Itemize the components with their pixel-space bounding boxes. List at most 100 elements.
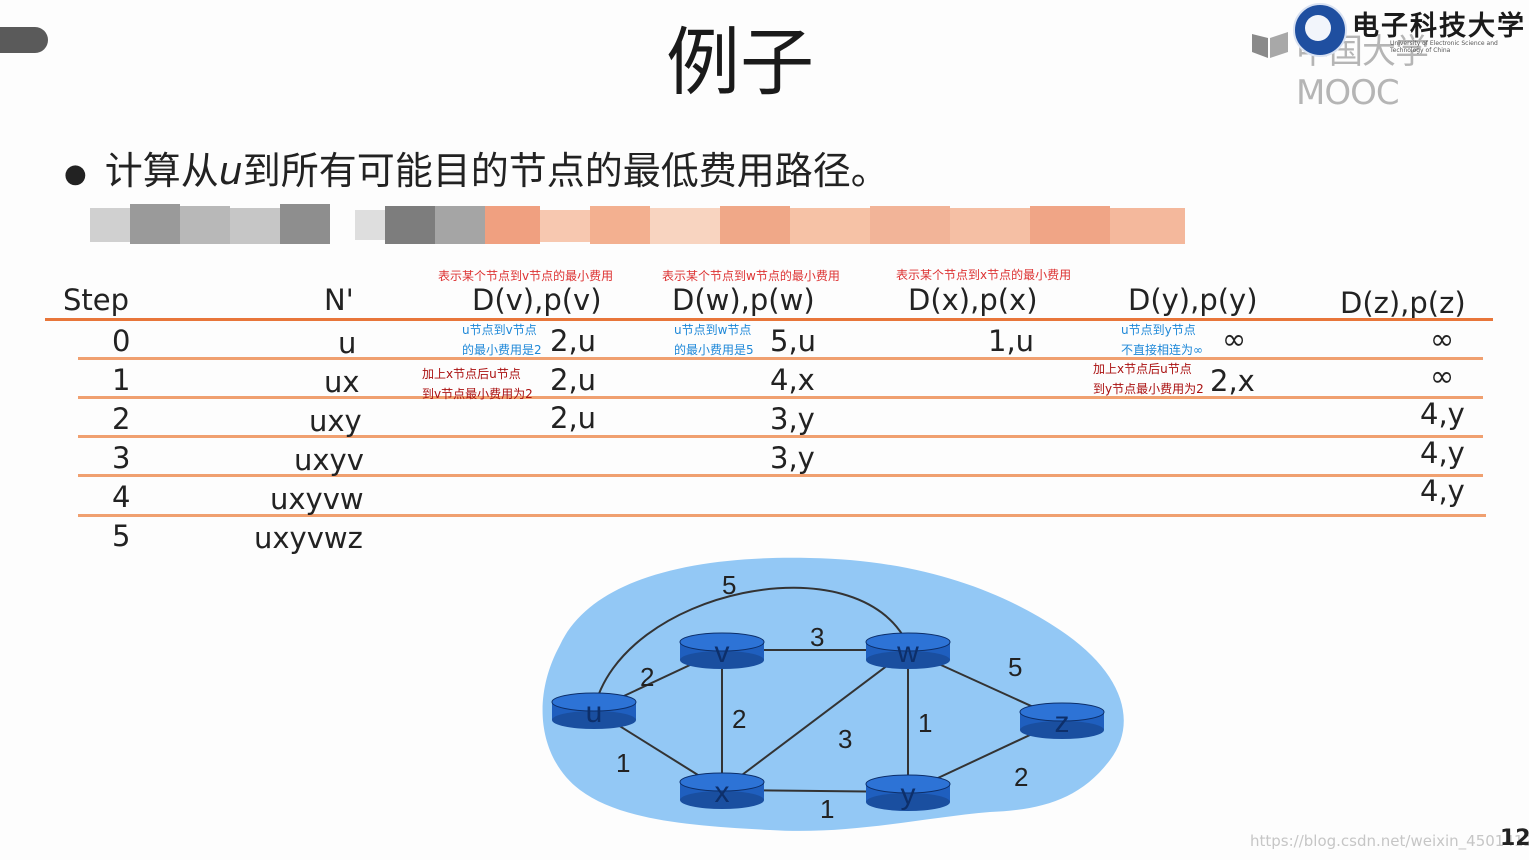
- mooc-book-icon: [1250, 30, 1290, 58]
- cell-dz: 4,y: [1420, 397, 1465, 431]
- cell-dw: 3,y: [770, 402, 815, 436]
- router-v-icon: v: [679, 632, 765, 669]
- router-z-icon: z: [1019, 702, 1105, 739]
- cost-x-y: 1: [820, 794, 834, 824]
- node-label-y: y: [901, 778, 916, 811]
- cell-step: 1: [112, 363, 131, 397]
- annotation-line: u节点到v节点: [462, 323, 537, 337]
- university-english-name: University of Electronic Science and Tec…: [1390, 40, 1498, 54]
- row-rule: [78, 514, 1486, 517]
- annotation-col-v: 表示某个节点到v节点的最小费用: [438, 269, 614, 283]
- bullet-text-var: u: [218, 149, 243, 193]
- university-name: 电子科技大学: [1352, 11, 1526, 42]
- header-rule: [45, 318, 1493, 321]
- annotation-line: 不直接相连为∞: [1121, 343, 1203, 357]
- watermark: https://blog.csdn.net/weixin_4501412: [1250, 832, 1529, 850]
- network-diagram: 5 2 1 3 2 3 1 1 5 2 u v w: [542, 557, 1124, 831]
- node-label-v: v: [715, 636, 730, 669]
- bullet-point: ● 计算从u到所有可能目的节点的最低费用路径。: [64, 140, 889, 195]
- cell-step: 3: [112, 441, 131, 475]
- annotation-line: 到v节点最小费用为2: [422, 387, 533, 401]
- header-dw: D(w),p(w): [672, 283, 815, 317]
- cell-dy: 2,x: [1210, 364, 1255, 398]
- bullet-dot-icon: ●: [64, 158, 87, 189]
- edge-u-w: [593, 586, 909, 711]
- row-rule: [78, 435, 1483, 438]
- cell-n: uxyv: [294, 443, 364, 477]
- annotation-uy: u节点到y节点 不直接相连为∞: [1121, 320, 1203, 360]
- bullet-text-prefix: 计算从: [104, 149, 219, 193]
- cost-u-v: 2: [640, 662, 654, 692]
- cost-w-y: 1: [918, 708, 932, 738]
- side-tab[interactable]: [0, 27, 48, 53]
- cell-step: 0: [112, 324, 131, 358]
- node-label-z: z: [1055, 706, 1070, 739]
- node-label-x: x: [715, 776, 730, 809]
- cell-dv: 2,u: [550, 401, 597, 435]
- cost-w-z: 5: [1008, 652, 1022, 682]
- annotation-xv: 加上x节点后u节点 到v节点最小费用为2: [422, 364, 533, 404]
- row-rule: [78, 396, 1483, 399]
- cost-u-w: 5: [722, 570, 736, 600]
- university-seal-icon: [1293, 3, 1347, 57]
- node-label-u: u: [586, 696, 603, 729]
- annotation-line: 加上x节点后u节点: [1093, 362, 1192, 376]
- cell-dz: ∞: [1430, 359, 1455, 393]
- cell-dy: ∞: [1222, 322, 1247, 356]
- row-rule: [78, 357, 1483, 360]
- cost-y-z: 2: [1014, 762, 1028, 792]
- cell-dw: 4,x: [770, 363, 815, 397]
- cell-step: 5: [112, 519, 131, 553]
- cost-x-w: 3: [838, 724, 852, 754]
- annotation-line: u节点到y节点: [1121, 323, 1196, 337]
- annotation-line: u节点到w节点: [674, 323, 752, 337]
- annotation-line: 到y节点最小费用为2: [1093, 382, 1204, 396]
- cost-v-w: 3: [810, 622, 824, 652]
- network-cloud: [542, 557, 1124, 831]
- university-seal-center: [1305, 15, 1331, 41]
- header-dv: D(v),p(v): [472, 283, 602, 317]
- router-u-icon: u: [551, 692, 637, 729]
- redacted-line: [70, 202, 1200, 250]
- cell-n: uxyvw: [270, 482, 364, 516]
- router-w-icon: w: [865, 632, 951, 669]
- cell-dz: 4,y: [1420, 474, 1465, 508]
- annotation-col-w: 表示某个节点到w节点的最小费用: [662, 269, 840, 283]
- cell-dv: 2,u: [550, 363, 597, 397]
- annotation-line: 加上x节点后u节点: [422, 367, 521, 381]
- bullet-text-suffix: 到所有可能目的节点的最低费用路径。: [242, 149, 889, 193]
- cell-n: ux: [324, 365, 360, 399]
- cost-v-x: 2: [732, 704, 746, 734]
- page-number: 12: [1500, 826, 1529, 851]
- edge-x-w: [721, 649, 909, 791]
- cell-dw: 5,u: [770, 324, 817, 358]
- cell-dz: 4,y: [1420, 436, 1465, 470]
- header-dz: D(z),p(z): [1340, 286, 1466, 320]
- node-label-w: w: [896, 636, 919, 669]
- annotation-uv: u节点到v节点 的最小费用是2: [462, 320, 542, 360]
- cell-dw: 3,y: [770, 441, 815, 475]
- cell-step: 4: [112, 480, 131, 514]
- router-y-icon: y: [865, 774, 951, 811]
- header-step: Step: [63, 283, 130, 317]
- header-dx: D(x),p(x): [908, 283, 1038, 317]
- cost-u-x: 1: [616, 748, 630, 778]
- header-dy: D(y),p(y): [1128, 283, 1258, 317]
- router-x-icon: x: [679, 772, 765, 809]
- mooc-logo-text: 中国大学MOOC: [1296, 32, 1429, 113]
- cell-n: uxy: [309, 404, 362, 438]
- annotation-xy: 加上x节点后u节点 到y节点最小费用为2: [1093, 359, 1204, 399]
- slide-title: 例子: [666, 20, 814, 106]
- row-rule: [78, 474, 1483, 477]
- cell-step: 2: [112, 402, 131, 436]
- cell-dv: 2,u: [550, 324, 597, 358]
- annotation-line: 的最小费用是2: [462, 343, 542, 357]
- cell-n: u: [338, 326, 357, 360]
- annotation-line: 的最小费用是5: [674, 343, 754, 357]
- header-n-prime: N': [324, 283, 354, 317]
- annotation-uw: u节点到w节点 的最小费用是5: [674, 320, 754, 360]
- cell-n: uxyvwz: [254, 521, 363, 555]
- cell-dx: 1,u: [988, 324, 1035, 358]
- cell-dz: ∞: [1430, 322, 1455, 356]
